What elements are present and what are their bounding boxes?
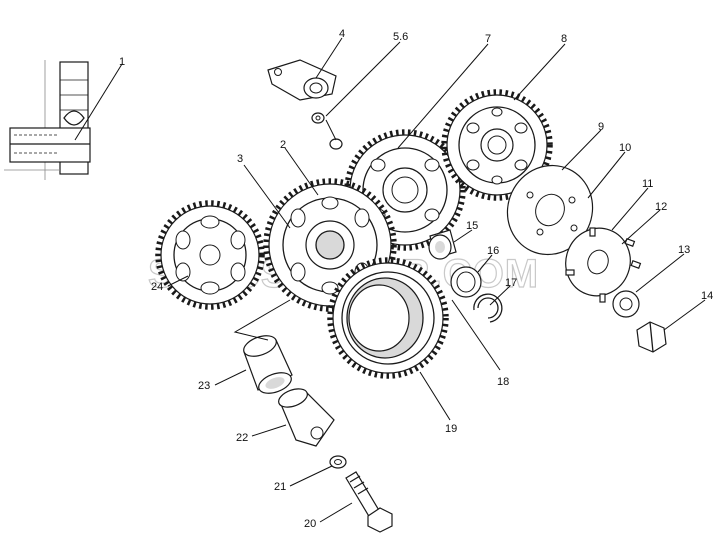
part-22-shaft xyxy=(278,388,335,447)
callout-7: 7 xyxy=(485,33,491,45)
callout-2: 2 xyxy=(280,139,286,151)
callout-22: 22 xyxy=(236,432,248,444)
part-13-washer xyxy=(612,290,640,318)
part-15-sleeve xyxy=(428,229,457,260)
callout-12: 12 xyxy=(655,201,667,213)
part-17-circlip xyxy=(473,293,503,323)
callout-19: 19 xyxy=(445,423,457,435)
callout-10: 10 xyxy=(619,142,631,154)
part-19-ring-gear xyxy=(327,257,449,379)
callout-16: 16 xyxy=(487,245,499,257)
callout-11: 11 xyxy=(642,178,653,190)
part-21-washer xyxy=(329,455,347,469)
leader-lines xyxy=(74,37,706,523)
callout-21: 21 xyxy=(274,481,286,493)
callout-20: 20 xyxy=(304,518,316,530)
part-16-ring xyxy=(450,266,482,298)
part-9-disc xyxy=(506,164,594,256)
part-1-inset-section xyxy=(4,60,91,180)
callout-17: 17 xyxy=(505,277,517,289)
callout-8: 8 xyxy=(561,33,567,45)
callout-18: 18 xyxy=(497,376,509,388)
part-24-gear xyxy=(155,200,265,310)
callout-23: 23 xyxy=(198,380,210,392)
callout-3: 3 xyxy=(237,153,243,165)
callout-1: 1 xyxy=(119,56,125,68)
callout-4: 4 xyxy=(339,28,345,40)
callout-15: 15 xyxy=(466,220,478,232)
callout-labels: 1 2 3 4 5.6 7 8 9 10 11 12 13 14 15 16 1… xyxy=(119,28,713,530)
part-5-6-washer-screw xyxy=(311,112,343,150)
callout-9: 9 xyxy=(598,121,604,133)
part-4-bracket xyxy=(267,59,337,101)
callout-14: 14 xyxy=(701,290,713,302)
part-8-gear xyxy=(441,89,553,201)
part-20-bolt xyxy=(345,471,393,533)
callout-5-6: 5.6 xyxy=(393,31,408,43)
part-23-bushing xyxy=(243,335,293,394)
part-14-hex-nut xyxy=(636,321,667,353)
callout-24: 24 xyxy=(151,281,163,293)
callout-13: 13 xyxy=(678,244,690,256)
part-11-tab-washer xyxy=(565,227,642,303)
